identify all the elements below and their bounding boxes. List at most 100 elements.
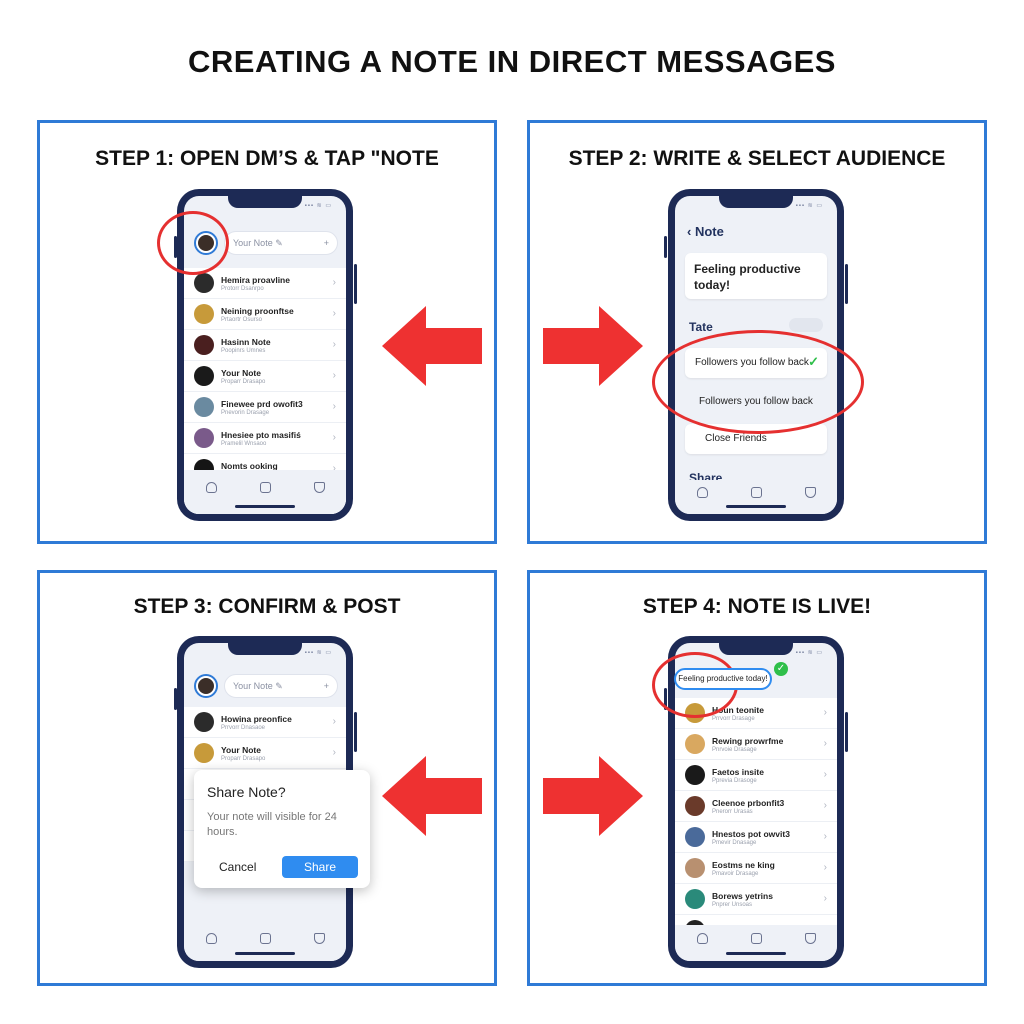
profile-tab-icon[interactable] (205, 933, 217, 944)
contact-name: Rewing prowrfme (712, 735, 784, 746)
contact-name: Howina preonfice (221, 713, 292, 724)
home-tab-icon[interactable] (259, 482, 271, 493)
home-tab-icon[interactable] (750, 933, 762, 944)
bottom-tab-bar (675, 925, 837, 961)
contact-avatar (685, 796, 705, 816)
contact-name: Eostms ne king (712, 859, 775, 870)
note-header: ‹ Note (687, 224, 724, 239)
chevron-right-icon: › (823, 707, 827, 718)
plus-icon[interactable]: + (323, 238, 329, 248)
note-placeholder: Your Note ✎ (233, 237, 283, 248)
message-preview: Protorr Dsanrpo (221, 285, 264, 292)
message-preview: Pnerorr Urasas (712, 808, 753, 815)
section-toggle[interactable] (789, 318, 823, 332)
contact-name: Nomts ooking (221, 460, 278, 471)
chevron-right-icon: › (823, 893, 827, 904)
phone-notch (719, 643, 793, 655)
live-note-bubble[interactable]: Feeling productive today! (674, 668, 772, 690)
contact-avatar (194, 743, 214, 763)
shield-tab-icon[interactable] (804, 487, 816, 498)
cancel-button[interactable]: Cancel (219, 860, 257, 874)
contact-avatar (685, 827, 705, 847)
chevron-right-icon: › (823, 769, 827, 780)
profile-avatar[interactable] (194, 674, 218, 698)
home-tab-icon[interactable] (750, 487, 762, 498)
contact-avatar (194, 397, 214, 417)
profile-tab-icon[interactable] (205, 482, 217, 493)
plus-icon[interactable]: + (323, 681, 329, 691)
main-title: CREATING A NOTE IN DIRECT MESSAGES (188, 44, 836, 79)
profile-tab-icon[interactable] (696, 487, 708, 498)
bottom-tab-bar (675, 480, 837, 514)
arrow-right-icon (543, 306, 643, 386)
shield-tab-icon[interactable] (313, 933, 325, 944)
posted-check-icon: ✓ (774, 662, 788, 676)
contact-avatar (685, 889, 705, 909)
contact-name: Your Note (221, 744, 261, 755)
chevron-right-icon: › (823, 862, 827, 873)
note-text-card[interactable]: Feeling productive today! (685, 253, 827, 299)
audience-option-label: Close Friends (705, 433, 767, 444)
contact-name: Hemira proavline (221, 274, 290, 285)
chevron-right-icon: › (332, 716, 336, 727)
arrow-right-icon (543, 756, 643, 836)
profile-tab-icon[interactable] (696, 933, 708, 944)
note-header-label: Note (694, 224, 724, 239)
home-tab-icon[interactable] (259, 933, 271, 944)
phone-3-side-button (174, 688, 177, 710)
highlight-circle (157, 211, 229, 275)
back-chevron-icon[interactable]: ‹ (687, 224, 692, 239)
message-preview: Pmevir Dnasage (712, 839, 757, 846)
step-1-title: STEP 1: OPEN DM’S & TAP "NOTE (95, 147, 439, 170)
arrow-left-icon (382, 756, 482, 836)
dialog-title: Share Note? (207, 784, 286, 800)
shield-tab-icon[interactable] (313, 482, 325, 493)
contact-avatar (194, 366, 214, 386)
your-note-input[interactable]: Your Note ✎ + (224, 674, 338, 698)
chevron-right-icon: › (823, 800, 827, 811)
chevron-right-icon: › (332, 308, 336, 319)
phone-2-side-button (664, 236, 667, 258)
contact-name: Hnesiee pto masifiś (221, 429, 301, 440)
status-icons: ▪▪▪ ≋ ▭ (795, 203, 823, 209)
your-note-input[interactable]: Your Note ✎ + (224, 231, 338, 255)
message-preview: Proparr Drasapo (221, 755, 266, 762)
message-preview: Pprevia Drasoge (712, 777, 757, 784)
chevron-right-icon: › (332, 339, 336, 350)
chevron-right-icon: › (823, 738, 827, 749)
shield-tab-icon[interactable] (804, 933, 816, 944)
message-preview: Pramelil Wnsaoo (221, 440, 267, 447)
chevron-right-icon: › (332, 277, 336, 288)
message-preview: Pnrvoie Drasage (712, 746, 757, 753)
contact-avatar (685, 734, 705, 754)
share-button[interactable]: Share (282, 856, 358, 878)
message-preview: Prrvorr Drasage (712, 715, 755, 722)
phone-3-side-button (354, 712, 357, 752)
contact-name: Finewee prd owofit3 (221, 398, 303, 409)
